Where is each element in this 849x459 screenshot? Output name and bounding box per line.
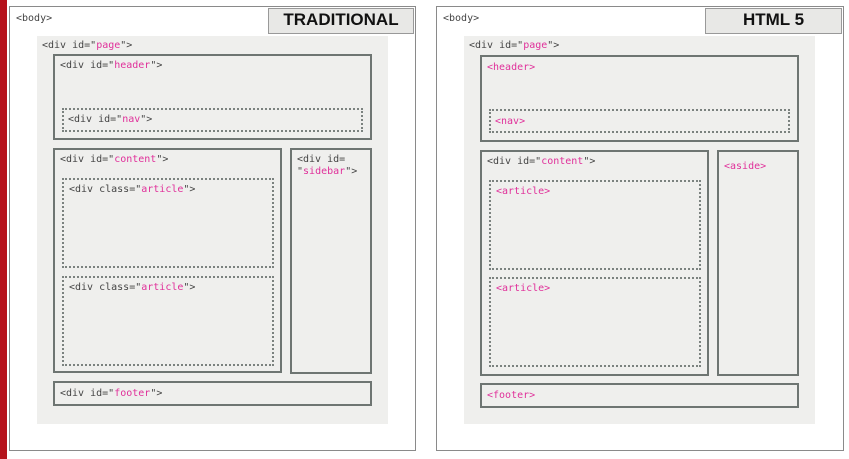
footer-element: <footer> [480, 383, 799, 408]
article-element-2: <article> [489, 277, 701, 367]
nav-div: <div id="nav"> [62, 108, 363, 132]
aside-element: <aside> [717, 150, 799, 376]
article-div-2: <div class="article"> [62, 276, 274, 366]
sidebar-div-label: <div id= "sidebar"> [297, 154, 358, 177]
page-div-label: <div id="page"> [469, 40, 560, 51]
body-tag-label: <body> [16, 13, 53, 24]
header-div-label: <div id="header"> [60, 60, 163, 71]
aside-element-label: <aside> [724, 161, 767, 172]
nav-div-label: <div id="nav"> [68, 114, 153, 125]
nav-element: <nav> [489, 109, 790, 133]
traditional-title: TRADITIONAL [268, 8, 414, 34]
accent-bar [0, 0, 7, 459]
article-div-label: <div class="article"> [69, 282, 196, 293]
article-element-label: <article> [496, 186, 551, 197]
sidebar-div: <div id= "sidebar"> [290, 148, 372, 374]
page-div-label: <div id="page"> [42, 40, 133, 51]
content-div-label: <div id="content"> [487, 156, 596, 167]
footer-div-label: <div id="footer"> [60, 388, 163, 399]
article-div-1: <div class="article"> [62, 178, 274, 268]
footer-element-label: <footer> [487, 390, 536, 401]
content-div-label: <div id="content"> [60, 154, 169, 165]
nav-element-label: <nav> [495, 116, 526, 127]
article-element-label: <article> [496, 283, 551, 294]
footer-div: <div id="footer"> [53, 381, 372, 406]
article-div-label: <div class="article"> [69, 184, 196, 195]
article-element-1: <article> [489, 180, 701, 270]
html5-title: HTML 5 [705, 8, 842, 34]
header-element-label: <header> [487, 62, 536, 73]
body-tag-label: <body> [443, 13, 480, 24]
